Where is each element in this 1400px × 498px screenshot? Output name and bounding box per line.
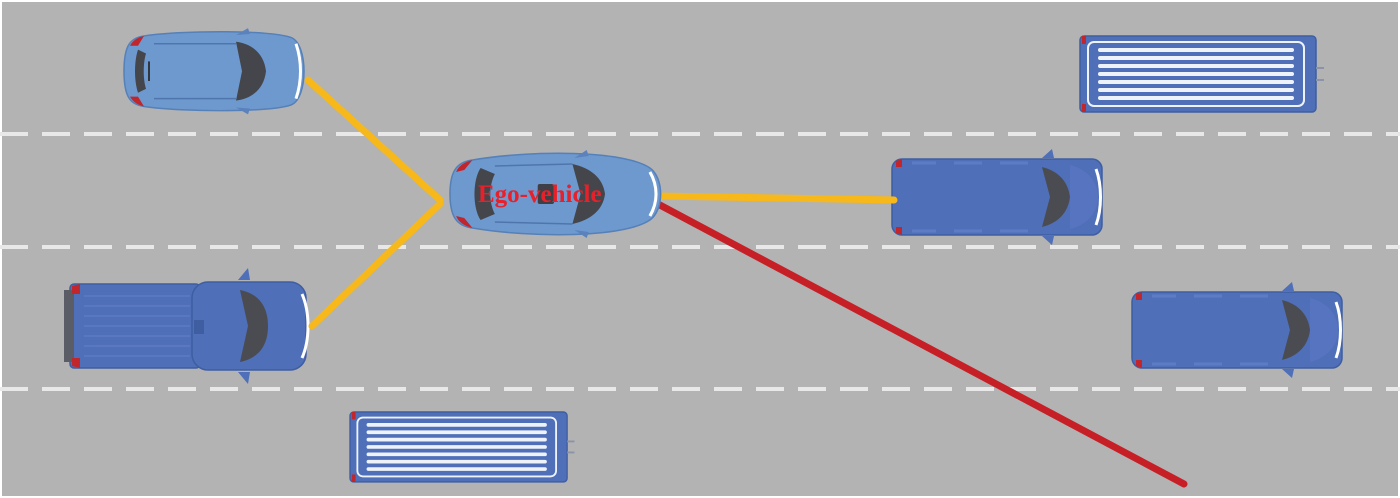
vehicle-mid-right-van	[890, 147, 1104, 247]
lane-markings	[0, 132, 1400, 391]
vehicle-top-right-bus	[1078, 34, 1326, 114]
interaction-links	[304, 76, 1188, 488]
vehicle-left-pickup	[62, 266, 310, 386]
ego-vehicle-label: Ego-vehicle	[478, 181, 602, 208]
vehicle-bottom-bus	[348, 410, 577, 484]
link-ego-front	[654, 192, 898, 204]
link-ego-left	[308, 200, 444, 330]
vehicle-top-left-car	[122, 26, 306, 116]
link-ego-far	[654, 200, 1188, 488]
vehicle-right-van	[1130, 280, 1344, 380]
link-ego-top-left	[304, 76, 444, 204]
